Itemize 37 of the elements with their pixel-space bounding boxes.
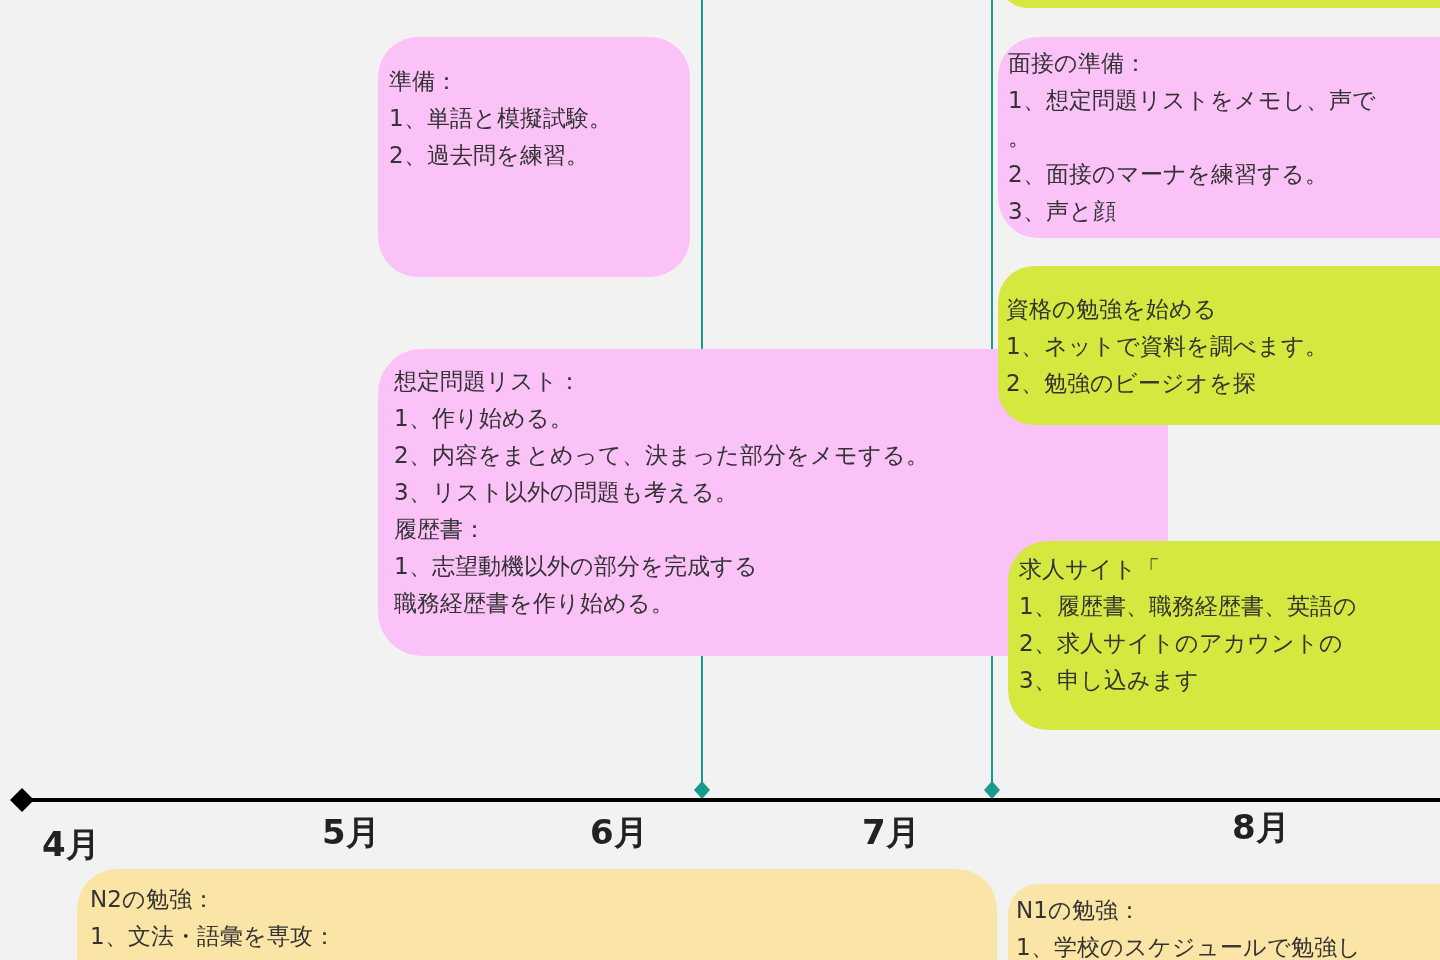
note-text: 2、求人サイトのアカウントの (1019, 629, 1343, 658)
note-box (1008, 884, 1440, 960)
note-text: 3、リスト以外の問題も考える。 (394, 478, 738, 507)
note-text: 1、学校のスケジュールで勉強し (1016, 933, 1361, 960)
note-text: N2の勉強： (90, 885, 215, 914)
note-box (378, 37, 690, 277)
month-label: 5月 (322, 811, 380, 854)
note-text: 。 (1008, 123, 1031, 152)
note-text: 履歴書： (394, 515, 486, 544)
note-text: 3、声と顔 (1008, 197, 1116, 226)
note-text: 求人サイト「 (1019, 555, 1160, 584)
note-text: 2、勉強のビージオを探 (1006, 369, 1256, 398)
month-label: 8月 (1232, 806, 1290, 849)
note-text: 2、内容をまとめって、決まった部分をメモする。 (394, 441, 929, 470)
note-text: 1、文法・語彙を専攻： (90, 922, 336, 951)
note-text: 1、志望動機以外の部分を完成する (394, 552, 758, 581)
note-text: 職務経歴書を作り始める。 (394, 589, 674, 618)
note-box (1008, 541, 1440, 730)
note-box (77, 869, 997, 960)
note-box (998, 37, 1440, 238)
note-text: 1、単語と模擬試験。 (389, 104, 612, 133)
note-text: 1、ネットで資料を調べます。 (1006, 332, 1328, 361)
note-text: N1の勉強： (1016, 896, 1141, 925)
note-text: 2、面接のマーナを練習する。 (1008, 160, 1328, 189)
note-text: 面接の準備： (1008, 49, 1147, 78)
note-text: 1、履歴書、職務経歴書、英語の (1019, 592, 1357, 621)
month-label: 7月 (862, 811, 920, 854)
note-text: 2、過去問を練習。 (389, 141, 589, 170)
note-text: 1、想定問題リストをメモし、声で (1008, 86, 1376, 115)
note-text: 3、申し込みます (1019, 666, 1199, 695)
month-label: 6月 (590, 811, 648, 854)
note-box (998, 266, 1440, 425)
note-text: 想定問題リスト： (394, 367, 581, 396)
note-text: 資格の勉強を始める (1006, 295, 1217, 324)
note-text: 準備： (389, 67, 458, 96)
note-text: 1、作り始める。 (394, 404, 573, 433)
month-label: 4月 (42, 823, 100, 866)
